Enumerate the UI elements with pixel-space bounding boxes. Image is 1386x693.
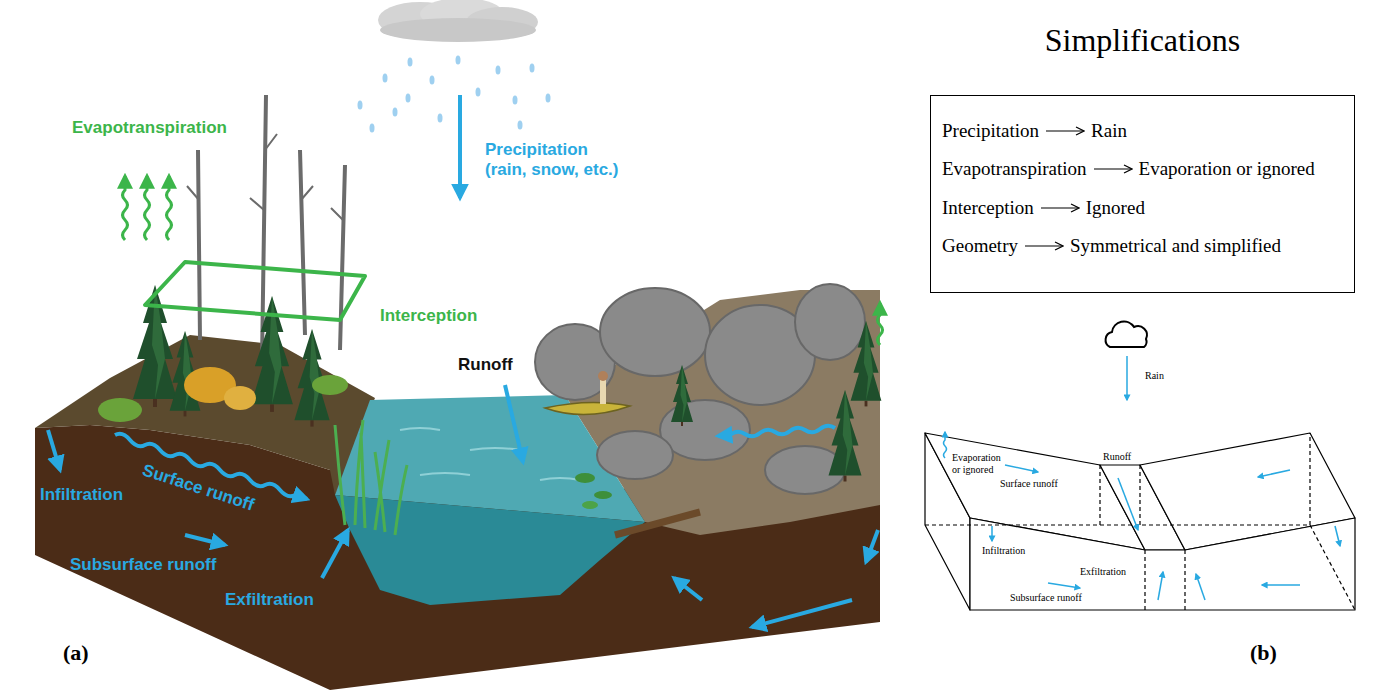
panel-heading: Simplifications <box>891 22 1386 59</box>
process-label: Evapotranspiration <box>72 118 227 138</box>
process-label: Subsurface runoff <box>1010 592 1082 604</box>
arrow-symbol <box>1024 240 1064 252</box>
panel-letter: (b) <box>1250 640 1277 666</box>
process-label: Surface runoff <box>1000 478 1058 490</box>
process-label: Infiltration <box>982 545 1025 557</box>
process-label: Exfiltration <box>225 590 314 610</box>
rocks <box>535 284 865 494</box>
simplified-cloud <box>1106 321 1147 347</box>
simplification-row: Geometry Symmetrical and simplified <box>942 235 1281 258</box>
canoe <box>545 371 630 415</box>
process-label: Interception <box>380 306 477 326</box>
simplified-term: Symmetrical and simplified <box>1070 235 1281 258</box>
river <box>335 395 700 605</box>
reeds <box>335 420 407 535</box>
precipitation-arrow <box>458 95 462 198</box>
bushes <box>98 367 348 422</box>
process-label: Infiltration <box>40 485 123 505</box>
water-flow-arrows <box>48 385 878 627</box>
original-term: Geometry <box>942 235 1018 258</box>
simplified-term: Ignored <box>1086 197 1145 220</box>
interception-outline <box>145 262 365 320</box>
simplified-flow-arrows <box>944 432 1341 600</box>
rain-cloud <box>378 0 538 42</box>
simplification-row: Evapotranspiration Evaporation or ignored <box>942 158 1315 181</box>
process-label: Exfiltration <box>1080 566 1126 578</box>
process-label: Evaporation or ignored <box>952 452 1008 475</box>
simplification-row: Interception Ignored <box>942 197 1145 220</box>
arrow-symbol <box>1045 125 1085 137</box>
simplified-term: Evaporation or ignored <box>1139 158 1315 181</box>
panel-letter: (a) <box>63 640 89 666</box>
process-label: Subsurface runoff <box>70 555 216 575</box>
process-label: Precipitation (rain, snow, etc.) <box>485 140 630 181</box>
original-term: Interception <box>942 197 1034 220</box>
process-label: Rain <box>1145 370 1164 382</box>
arrow-symbol <box>1040 202 1080 214</box>
arrow-symbol <box>1093 163 1133 175</box>
rain-arrow <box>1126 356 1128 400</box>
original-term: Evapotranspiration <box>942 158 1087 181</box>
simplified-catchment <box>925 433 1355 610</box>
process-label: Runoff <box>458 355 513 375</box>
evapotranspiration-arrows <box>123 176 883 345</box>
process-label: Runoff <box>1103 451 1131 463</box>
rain-drops <box>358 56 551 133</box>
simplification-row: Precipitation Rain <box>942 120 1127 143</box>
original-term: Precipitation <box>942 120 1039 143</box>
simplifications-box: SimplificationsPrecipitationRainEvapotra… <box>930 95 1355 293</box>
simplified-term: Rain <box>1091 120 1127 143</box>
